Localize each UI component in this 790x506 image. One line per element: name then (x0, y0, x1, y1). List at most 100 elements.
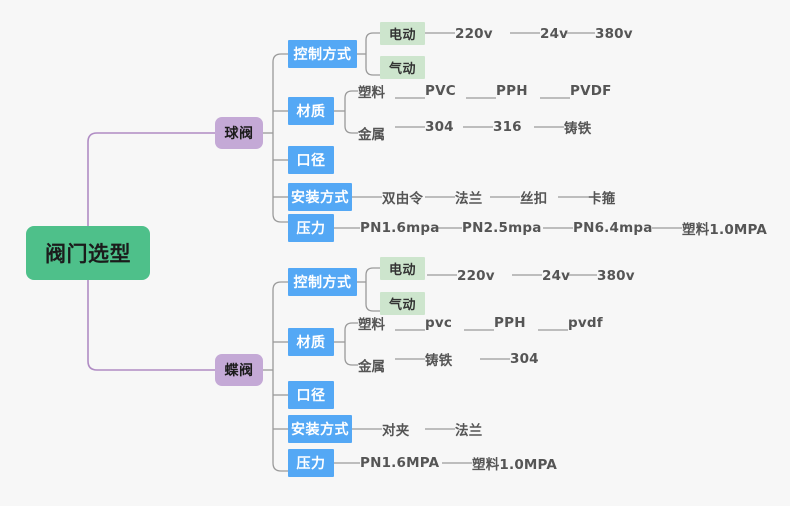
branch-node-label: 蝶阀 (224, 363, 254, 379)
leaf-label: 塑料1.0MPA (682, 222, 768, 238)
leaf-install-flange-butterfly[interactable]: 法兰 (455, 419, 482, 439)
leaf-label: PN6.4mpa (573, 220, 653, 236)
leaf-voltage-24v-butterfly[interactable]: 24v (542, 268, 570, 284)
root-node-label: 阀门选型 (45, 242, 131, 266)
leaf-label: PPH (496, 83, 528, 99)
mode-node-electric-butterfly[interactable]: 电动 (380, 257, 425, 280)
group-label: 塑料 (358, 317, 385, 333)
leaf-voltage-24v-ball[interactable]: 24v (540, 26, 568, 42)
category-node-label: 控制方式 (293, 47, 352, 63)
leaf-material-pvdf-butterfly[interactable]: pvdf (568, 315, 603, 331)
root-node[interactable]: 阀门选型 (26, 226, 150, 280)
leaf-label: 卡箍 (588, 191, 616, 207)
category-node-label: 口径 (296, 388, 326, 404)
leaf-label: PVDF (570, 83, 612, 99)
category-node-caliber-butterfly[interactable]: 口径 (288, 381, 334, 409)
group-label: 金属 (358, 359, 385, 375)
leaf-label: 380v (595, 26, 633, 42)
leaf-material-pph-butterfly[interactable]: PPH (494, 315, 526, 331)
group-metal-ball[interactable]: 金属 (358, 123, 385, 143)
mode-node-pneumatic-butterfly[interactable]: 气动 (380, 292, 425, 315)
leaf-label: 塑料1.0MPA (472, 457, 558, 473)
leaf-pressure-pn16-ball[interactable]: PN1.6mpa (360, 220, 440, 236)
leaf-material-pph-ball[interactable]: PPH (496, 83, 528, 99)
mode-node-label: 电动 (388, 28, 416, 43)
leaf-pressure-pn25-ball[interactable]: PN2.5mpa (462, 220, 542, 236)
leaf-label: 304 (425, 119, 454, 135)
mode-node-label: 电动 (388, 263, 416, 278)
leaf-pressure-plastic-butterfly[interactable]: 塑料1.0MPA (472, 453, 557, 473)
leaf-label: 220v (457, 268, 495, 284)
leaf-install-clamp-ball[interactable]: 卡箍 (588, 187, 615, 207)
category-node-installation-ball[interactable]: 安装方式 (288, 183, 352, 211)
leaf-label: 铸铁 (564, 121, 592, 137)
category-node-pressure-ball[interactable]: 压力 (288, 214, 334, 242)
leaf-pressure-pn64-ball[interactable]: PN6.4mpa (573, 220, 653, 236)
category-node-label: 安装方式 (291, 190, 349, 206)
leaf-voltage-380v-butterfly[interactable]: 380v (597, 268, 635, 284)
category-node-label: 压力 (296, 221, 326, 237)
leaf-label: 380v (597, 268, 635, 284)
leaf-label: pvc (425, 315, 453, 331)
group-plastic-butterfly[interactable]: 塑料 (358, 313, 385, 333)
leaf-label: 316 (493, 119, 522, 135)
category-node-caliber-ball[interactable]: 口径 (288, 146, 334, 174)
leaf-install-flange-ball[interactable]: 法兰 (455, 187, 482, 207)
leaf-label: 对夹 (382, 423, 410, 439)
branch-node-ball-valve[interactable]: 球阀 (215, 117, 263, 149)
category-node-material-butterfly[interactable]: 材质 (288, 328, 334, 356)
group-label: 金属 (358, 127, 385, 143)
leaf-material-pvc-ball[interactable]: PVC (425, 83, 456, 99)
leaf-label: 丝扣 (520, 191, 548, 207)
leaf-label: 24v (540, 26, 569, 42)
leaf-label: PN2.5mpa (462, 220, 542, 236)
leaf-label: 铸铁 (425, 353, 453, 369)
mode-node-label: 气动 (388, 298, 416, 313)
leaf-voltage-380v-ball[interactable]: 380v (595, 26, 633, 42)
leaf-label: 220v (455, 26, 493, 42)
leaf-pressure-pn16-butterfly[interactable]: PN1.6MPA (360, 455, 439, 471)
group-plastic-ball[interactable]: 塑料 (358, 81, 385, 101)
leaf-voltage-220v-butterfly[interactable]: 220v (457, 268, 495, 284)
leaf-material-304-butterfly[interactable]: 304 (510, 351, 539, 367)
category-node-label: 材质 (296, 104, 326, 120)
leaf-material-pvdf-ball[interactable]: PVDF (570, 83, 612, 99)
leaf-install-wafer-butterfly[interactable]: 对夹 (382, 419, 409, 439)
category-node-control-method-ball[interactable]: 控制方式 (288, 40, 357, 68)
leaf-install-thread-ball[interactable]: 丝扣 (520, 187, 547, 207)
leaf-label: 24v (542, 268, 571, 284)
leaf-label: PPH (494, 315, 526, 331)
branch-node-butterfly-valve[interactable]: 蝶阀 (215, 354, 263, 386)
category-node-label: 口径 (296, 153, 326, 169)
leaf-label: PN1.6MPA (360, 455, 440, 471)
leaf-material-cast-iron-butterfly[interactable]: 铸铁 (425, 349, 452, 369)
leaf-material-cast-iron-ball[interactable]: 铸铁 (564, 117, 591, 137)
leaf-material-304-ball[interactable]: 304 (425, 119, 454, 135)
category-node-label: 压力 (296, 456, 326, 472)
category-node-control-method-butterfly[interactable]: 控制方式 (288, 268, 357, 296)
branch-node-label: 球阀 (224, 126, 254, 142)
leaf-label: pvdf (568, 315, 603, 331)
group-metal-butterfly[interactable]: 金属 (358, 355, 385, 375)
category-node-material-ball[interactable]: 材质 (288, 97, 334, 125)
leaf-material-316-ball[interactable]: 316 (493, 119, 522, 135)
leaf-voltage-220v-ball[interactable]: 220v (455, 26, 493, 42)
leaf-label: 法兰 (455, 191, 483, 207)
leaf-label: PN1.6mpa (360, 220, 440, 236)
mode-node-pneumatic-ball[interactable]: 气动 (380, 56, 425, 79)
leaf-material-pvc-butterfly[interactable]: pvc (425, 315, 452, 331)
leaf-label: 双由令 (382, 191, 424, 207)
category-node-label: 材质 (296, 335, 326, 351)
leaf-label: PVC (425, 83, 456, 99)
leaf-pressure-plastic-ball[interactable]: 塑料1.0MPA (682, 218, 767, 238)
mode-node-label: 气动 (388, 62, 416, 77)
category-node-installation-butterfly[interactable]: 安装方式 (288, 415, 352, 443)
category-node-label: 控制方式 (293, 275, 352, 291)
category-node-pressure-butterfly[interactable]: 压力 (288, 449, 334, 477)
leaf-label: 304 (510, 351, 539, 367)
category-node-label: 安装方式 (291, 422, 349, 438)
leaf-label: 法兰 (455, 423, 483, 439)
mode-node-electric-ball[interactable]: 电动 (380, 22, 425, 45)
leaf-install-union-ball[interactable]: 双由令 (382, 187, 423, 207)
